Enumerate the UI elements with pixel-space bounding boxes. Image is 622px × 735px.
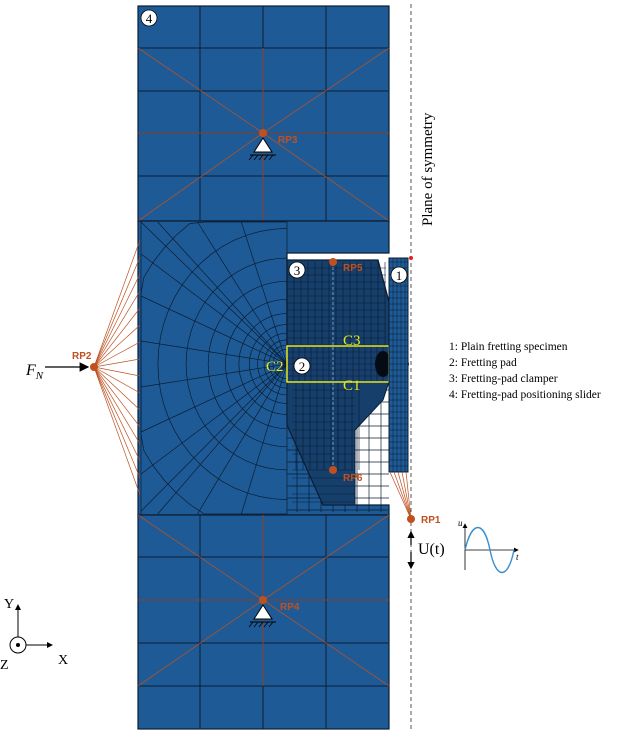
rp2-label: RP2 [72,351,92,362]
rp5-label: RP5 [343,263,363,274]
axis-z-label: Z [0,658,9,673]
part-2-badge: 2 [293,357,311,375]
coordinate-system: Y X Z [0,597,68,673]
part-1-badge: 1 [390,266,408,284]
legend-item-2: 2: Fretting pad [449,357,517,369]
axis-y-label: Y [4,597,14,612]
rp6-label: RP6 [343,473,363,484]
part-3-badge: 3 [288,261,306,279]
pin-support-bottom-icon [248,604,276,628]
reference-point-rp5: RP5 [329,258,363,274]
reference-point-rp3: RP3 [259,129,298,146]
rp3-label: RP3 [278,135,298,146]
svg-text:1: 1 [396,268,403,283]
svg-text:2: 2 [299,359,306,374]
displacement-label: U(t) [418,541,445,558]
sine-wave-plot: u t [458,518,519,573]
axis-x-label: X [58,653,68,668]
slider-bottom-block [137,514,390,730]
pad-clamper [286,259,390,506]
reference-point-rp2: RP2 [72,351,98,371]
part-4-badge: 4 [140,9,158,27]
rp2-coupling-lines [93,239,141,496]
reference-point-rp4: RP4 [259,596,300,613]
legend-item-1: 1: Plain fretting specimen [449,341,568,353]
rp4-label: RP4 [280,602,300,613]
displacement-arrow: U(t) [407,530,445,570]
plane-of-symmetry-label: Plane of symmetry [420,112,436,226]
legend-item-4: 4: Fretting-pad positioning slider [449,389,601,401]
reference-point-rp6: RP6 [329,466,363,484]
svg-text:4: 4 [146,11,153,26]
legend-item-3: 3: Fretting-pad clamper [449,373,558,385]
force-label: F [25,362,36,379]
contact-label-c3: C3 [343,333,361,349]
svg-text:3: 3 [294,263,301,278]
contact-label-c1: C1 [343,378,361,394]
pin-support-top-icon [248,137,276,161]
fretting-specimen [388,257,409,473]
normal-force-arrow: FN [25,362,90,382]
rp1-coupling-lines [389,471,412,520]
slider-top-block [137,5,390,222]
svg-text:FN: FN [25,362,44,382]
force-subscript: N [35,370,44,382]
contact-label-c2: C2 [266,359,284,375]
reference-point-rp1: RP1 [407,515,441,526]
legend: 1: Plain fretting specimen 2: Fretting p… [449,341,601,401]
sine-y-label: u [458,518,463,528]
rp1-label: RP1 [421,515,441,526]
sine-x-label: t [516,552,519,562]
